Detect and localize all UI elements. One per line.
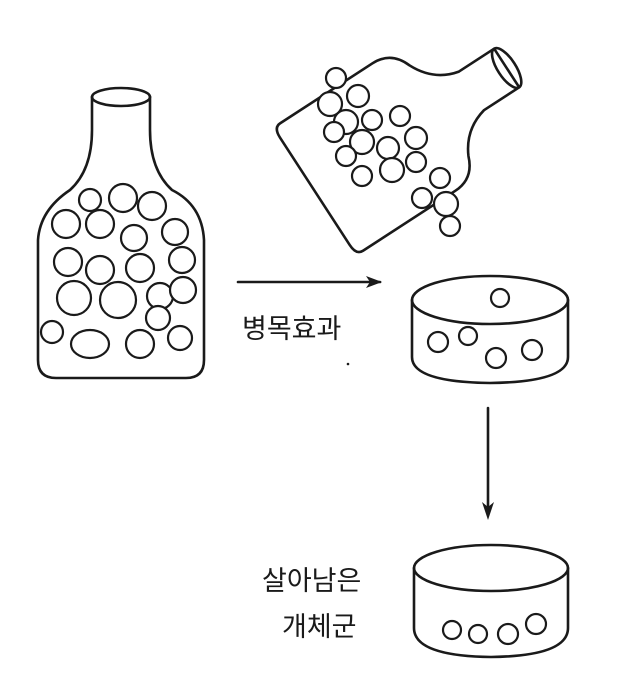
marble <box>119 223 149 253</box>
marble <box>388 104 412 128</box>
marble <box>107 182 139 214</box>
tipped-bottle <box>275 46 523 254</box>
marble <box>441 619 463 641</box>
upright-bottle-marbles <box>39 182 198 360</box>
marble <box>322 120 346 144</box>
marble <box>432 190 460 218</box>
bottle-outline <box>36 95 206 380</box>
marble <box>489 287 511 309</box>
marble <box>378 156 406 184</box>
marble <box>350 164 374 188</box>
marble <box>39 319 65 345</box>
marble <box>410 186 434 210</box>
middle-container-marbles <box>426 287 544 370</box>
marble <box>77 187 103 213</box>
marble <box>375 135 401 161</box>
marble <box>69 328 111 360</box>
marble <box>124 328 156 360</box>
bottom-container <box>412 543 570 659</box>
marble <box>348 128 376 156</box>
marble <box>84 208 116 240</box>
marble <box>438 214 462 238</box>
tipped-bottle-marbles <box>316 66 462 238</box>
marble <box>124 252 156 284</box>
arrow-head-right <box>366 276 382 288</box>
marble <box>524 612 548 636</box>
middle-container <box>410 274 570 385</box>
bottleneck-label: 병목효과 <box>242 314 341 345</box>
bottom-container-rim <box>412 543 570 593</box>
marble <box>404 150 428 174</box>
horizontal-arrow <box>236 276 382 288</box>
marble <box>426 330 450 354</box>
marble <box>136 190 168 222</box>
marble <box>324 66 348 90</box>
tipped-bottle-mouth <box>490 46 523 90</box>
upright-bottle <box>36 86 206 380</box>
marble <box>168 275 198 305</box>
marble <box>98 280 138 320</box>
marble <box>334 144 358 168</box>
middle-container-rim <box>410 274 570 326</box>
marble <box>345 83 371 109</box>
survivors-label-line1: 살아남은 <box>262 566 361 597</box>
marble <box>84 254 116 286</box>
stray-dot <box>346 362 350 366</box>
marble <box>520 338 544 362</box>
marble <box>160 217 190 247</box>
marble <box>467 623 489 645</box>
marble <box>403 125 429 151</box>
marble <box>50 208 82 240</box>
vertical-arrow <box>482 406 494 520</box>
marble <box>166 324 194 352</box>
marble <box>316 90 344 118</box>
marble <box>457 325 479 347</box>
marble <box>52 246 84 278</box>
marble <box>428 166 452 190</box>
bottle-mouth <box>90 86 152 108</box>
marble <box>167 245 197 275</box>
bottom-container-marbles <box>441 612 548 646</box>
tipped-bottle-outline <box>275 47 521 254</box>
marble <box>55 279 93 317</box>
marble <box>496 622 520 646</box>
marble <box>484 346 508 370</box>
marble <box>144 304 172 332</box>
survivors-label-line2: 개체군 <box>282 612 357 643</box>
arrow-head-down <box>482 502 494 520</box>
marble <box>360 108 384 132</box>
